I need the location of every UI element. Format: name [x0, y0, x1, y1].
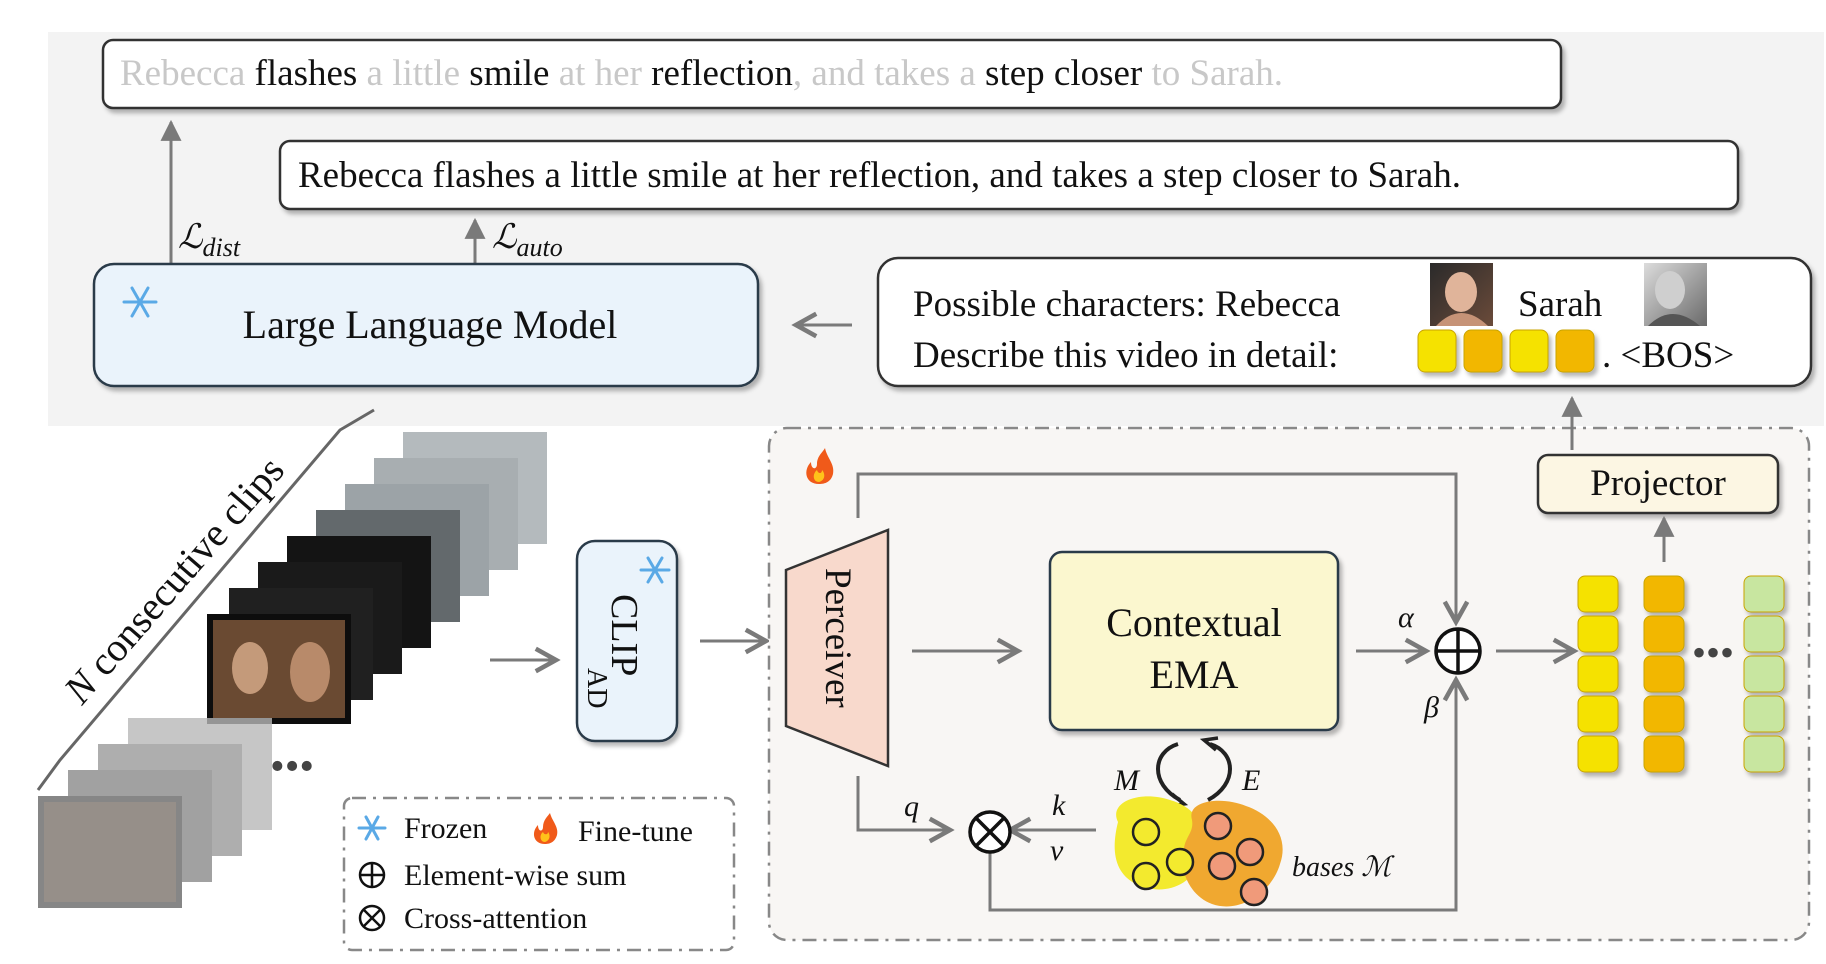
visual-token — [1643, 735, 1685, 773]
visual-token — [1743, 615, 1785, 653]
perceiver-to-cross-line — [856, 776, 950, 830]
target-caption-box — [278, 139, 1740, 211]
visual-token — [1577, 615, 1619, 653]
beta-symbol: β — [1423, 691, 1439, 724]
caption-segment: reflection — [642, 53, 793, 94]
dist-loss-label: ℒdist — [178, 219, 241, 262]
auto-loss-label: ℒauto — [492, 219, 563, 262]
prompt-name2: Sarah — [1518, 284, 1603, 325]
visual-token — [1643, 655, 1685, 693]
legend-frozen-label: Frozen — [404, 812, 487, 845]
legend-cross-icon — [358, 904, 386, 932]
cross-attention-icon — [968, 810, 1012, 854]
legend-sum-label: Element-wise sum — [404, 859, 626, 892]
clips-bracket — [36, 408, 375, 791]
prompt-token — [1555, 329, 1595, 373]
caption-segment: Rebecca — [120, 53, 245, 94]
distill-caption-text: Rebecca flashes a little smile at her re… — [120, 53, 1283, 94]
m-symbol: M — [1113, 764, 1141, 797]
element-sum-icon — [1434, 627, 1482, 675]
visual-token — [1743, 655, 1785, 693]
prompt-token — [1417, 329, 1457, 373]
projector-box — [1536, 453, 1780, 515]
legend-snowflake-icon — [357, 815, 387, 841]
caption-segment: flashes — [245, 53, 357, 94]
finetune-fire-icon — [806, 448, 834, 484]
legend-cross-label: Cross-attention — [404, 902, 587, 935]
clip-ad-sub: AD — [581, 668, 612, 708]
prompt-line1: Possible characters: Rebecca — [913, 284, 1340, 325]
caption-segment: , and takes a — [793, 53, 976, 94]
contextual-ema-box — [1048, 550, 1340, 732]
clip-ad-box — [575, 539, 679, 743]
legend-fire-icon — [533, 813, 558, 844]
caption-segment: smile — [460, 53, 549, 94]
prompt-line2: Describe this video in detail: — [913, 335, 1338, 376]
llm-label: Large Language Model — [243, 302, 618, 347]
k-symbol: k — [1052, 789, 1066, 822]
token-ellipsis: ••• — [1692, 630, 1734, 675]
clip-stack-middle — [207, 536, 431, 724]
bases-label: bases ℳ — [1292, 852, 1395, 883]
prompt-token — [1463, 329, 1503, 373]
q-symbol: q — [904, 790, 919, 823]
prompt-visual-tokens — [1417, 329, 1595, 373]
cross-to-sum-line — [988, 680, 1456, 912]
contextual-ema-line1: Contextual — [1106, 600, 1282, 645]
contextual-ema-line2: EMA — [1150, 652, 1239, 697]
m-e-cycle-icon — [1156, 736, 1232, 808]
e-symbol: E — [1241, 764, 1260, 797]
visual-token — [1577, 695, 1619, 733]
clip-snowflake-icon — [639, 556, 671, 584]
visual-token — [1577, 735, 1619, 773]
visual-token — [1743, 695, 1785, 733]
projector-label: Projector — [1590, 463, 1726, 504]
perceiver-skip-line — [856, 472, 1456, 622]
caption-segment: to Sarah. — [1142, 53, 1283, 94]
llm-snowflake-icon — [122, 286, 158, 318]
alpha-symbol: α — [1398, 601, 1415, 634]
caption-segment: at her — [549, 53, 641, 94]
visual-token — [1643, 615, 1685, 653]
legend-sum-icon — [358, 861, 386, 889]
v-symbol: v — [1050, 834, 1064, 867]
target-caption-text: Rebecca flashes a little smile at her re… — [298, 155, 1461, 196]
rebecca-avatar — [1430, 263, 1493, 326]
llm-box — [92, 262, 760, 388]
visual-token — [1643, 575, 1685, 613]
visual-token — [1743, 575, 1785, 613]
caption-segment: step closer — [976, 53, 1142, 94]
legend-box — [342, 796, 736, 952]
visual-token — [1577, 575, 1619, 613]
caption-segment: a little — [357, 53, 460, 94]
perceiver-trapezoid — [784, 528, 890, 768]
legend-finetune-label: Fine-tune — [578, 815, 693, 848]
perceiver-label: Perceiver — [817, 568, 858, 708]
bases-dots — [1131, 811, 1269, 907]
sarah-avatar — [1644, 263, 1707, 326]
visual-token — [1577, 655, 1619, 693]
visual-token — [1743, 735, 1785, 773]
visual-token-grid — [1577, 575, 1785, 773]
clip-stack-front — [38, 718, 272, 908]
clip-ad-label: CLIP — [603, 594, 645, 676]
visual-token — [1643, 695, 1685, 733]
distill-caption-box — [101, 38, 1563, 110]
clips-ellipsis: ••• — [270, 744, 314, 790]
prompt-token — [1509, 329, 1549, 373]
prompt-suffix: . <BOS> — [1602, 335, 1734, 376]
